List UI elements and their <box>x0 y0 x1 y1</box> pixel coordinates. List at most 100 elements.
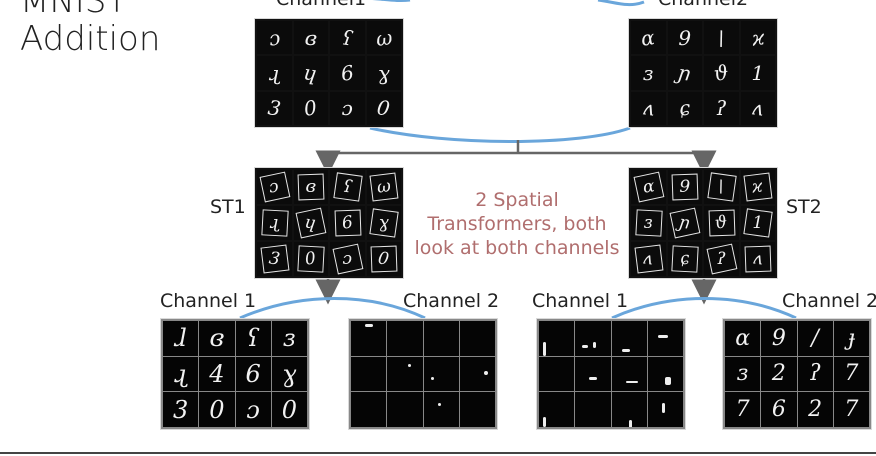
digit-glyph: ɻ <box>268 60 280 85</box>
digit-cell: ɔ <box>257 21 292 55</box>
digit-cell: 3 <box>257 242 292 276</box>
note-line-2: Transformers, both <box>427 213 607 235</box>
digit-cell <box>423 356 459 392</box>
digit-cell: 0 <box>293 91 328 125</box>
digit-cell <box>459 392 495 427</box>
digit-cell <box>459 356 495 392</box>
digit-cell: 9 <box>667 21 702 55</box>
digit-cell: / <box>797 321 833 356</box>
stroke-fragment <box>582 345 589 349</box>
digit-cell <box>459 321 495 356</box>
digit-cell: 6 <box>330 206 365 240</box>
digit-cell: ɜ <box>271 321 307 356</box>
digit-glyph: ɻ <box>174 359 188 388</box>
out-curve-right <box>611 297 797 320</box>
title-line-1: MNIST <box>20 0 128 21</box>
digit-cell: ϰ <box>740 170 775 204</box>
digit-glyph: 1 <box>751 60 765 85</box>
digit-cell: 6 <box>330 56 365 90</box>
digit-glyph: ɜ <box>737 361 749 387</box>
digit-glyph: 2 <box>808 397 823 423</box>
annotation-note: 2 Spatial Transformers, both look at bot… <box>405 188 629 260</box>
digit-glyph: ɑ <box>639 24 657 51</box>
digit-cell: 9 <box>761 321 797 356</box>
digit-cell: 7 <box>833 392 869 427</box>
digit-cell: 0 <box>271 392 307 427</box>
digit-cell: 3 <box>163 392 199 427</box>
digit-glyph: ω <box>374 24 394 51</box>
digit-cell <box>351 356 387 392</box>
stroke-fragment <box>661 402 665 413</box>
digit-glyph: ɥ <box>302 60 319 86</box>
digit-glyph: ʔ <box>809 361 822 387</box>
note-line-1: 2 Spatial <box>475 189 559 211</box>
slide-title: MNIST Addition <box>20 0 180 58</box>
digit-glyph: ɣ <box>282 359 297 388</box>
digit-cell: ʔ <box>797 356 833 392</box>
transform-box <box>671 173 699 201</box>
digit-glyph: ϰ <box>749 24 766 51</box>
digit-glyph: 7 <box>844 397 859 423</box>
transform-box <box>295 207 327 239</box>
transform-box <box>743 208 774 239</box>
label-out-right-channel1: Channel 1 <box>532 290 629 312</box>
digit-glyph: 9 <box>771 325 786 351</box>
digit-cell <box>423 321 459 356</box>
digit-cell <box>387 356 423 392</box>
digit-cell <box>611 392 647 427</box>
transform-box <box>260 244 290 275</box>
stroke-fragment <box>408 363 412 367</box>
digit-cell: ɣ <box>366 206 401 240</box>
digit-cell: ɞ <box>293 21 328 55</box>
digit-cell <box>611 321 647 356</box>
top-curve-right <box>597 0 645 7</box>
digit-glyph: 6 <box>339 60 356 86</box>
digit-cell: ɻ <box>257 206 292 240</box>
digit-cell: ɜ <box>631 206 666 240</box>
digit-glyph: ʌ <box>640 95 656 121</box>
digit-cell: ʌ <box>631 242 666 276</box>
transform-box <box>669 207 701 239</box>
digit-glyph: ɕ <box>677 95 692 121</box>
stroke-fragment <box>592 341 596 348</box>
digit-glyph: ʌ <box>750 95 766 121</box>
digit-cell: ʌ <box>631 91 666 125</box>
digit-cell: 3 <box>257 91 292 125</box>
digit-cell: ɣ <box>271 356 307 392</box>
digit-cell: ɻ <box>257 56 292 90</box>
digit-cell <box>539 321 575 356</box>
digit-cell: ϰ <box>740 21 775 55</box>
transform-box <box>297 173 325 201</box>
digit-glyph: ɣ <box>378 213 389 233</box>
digit-cell: ɜ <box>631 56 666 90</box>
label-out-left-channel2: Channel 2 <box>403 290 500 312</box>
label-st2: ST2 <box>786 196 822 218</box>
digit-cell <box>647 321 683 356</box>
transform-box <box>369 172 399 203</box>
stroke-fragment <box>430 377 434 381</box>
digit-cell: ɻ <box>163 356 199 392</box>
digit-glyph: \ <box>716 25 727 51</box>
digit-glyph: ɞ <box>305 177 316 197</box>
stroke-fragment <box>437 402 441 406</box>
digit-glyph: 6 <box>245 359 261 388</box>
label-out-left-channel1: Channel 1 <box>160 290 257 312</box>
note-line-3: look at both channels <box>414 237 620 259</box>
digit-cell: 0 <box>293 242 328 276</box>
digit-cell: ϑ <box>704 206 739 240</box>
transform-box <box>633 171 665 203</box>
digit-cell: ɞ <box>199 321 235 356</box>
digit-cell <box>351 321 387 356</box>
digit-cell: 6 <box>235 356 271 392</box>
digit-glyph: 0 <box>209 395 225 424</box>
digit-cell <box>539 392 575 427</box>
digit-glyph: 3 <box>266 95 283 122</box>
top-curve-left <box>372 0 411 3</box>
digit-cell: ɲ <box>667 56 702 90</box>
digit-glyph: / <box>811 325 819 351</box>
stroke-fragment <box>484 370 489 375</box>
digit-cell: ɲ <box>667 206 702 240</box>
digit-glyph: ɣ <box>377 60 390 85</box>
